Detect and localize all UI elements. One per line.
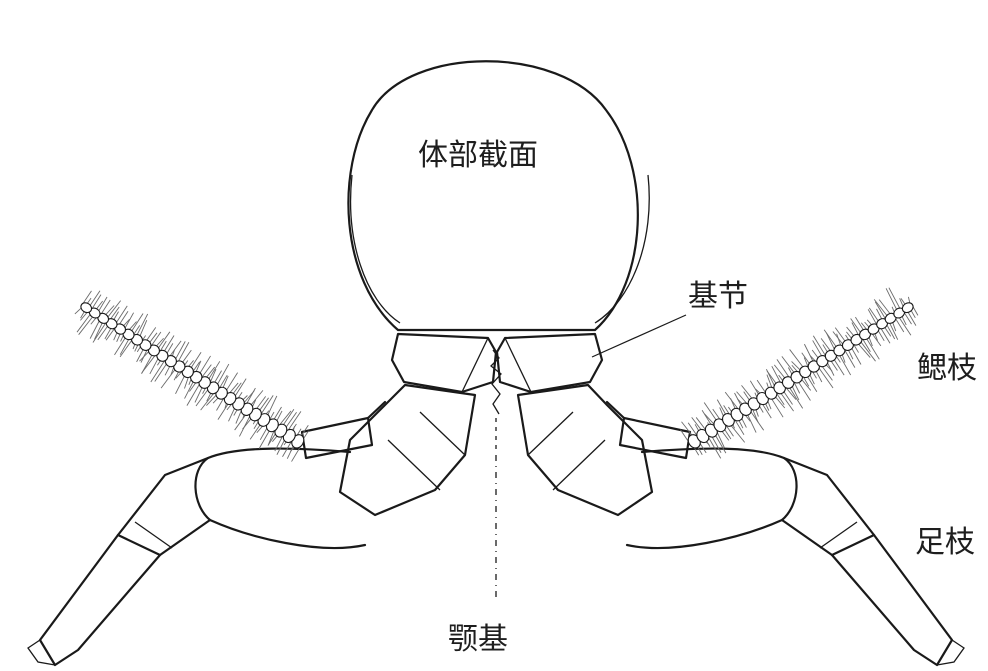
gill-branch-right <box>607 288 918 459</box>
coxa-right <box>497 334 602 392</box>
body-section <box>348 61 649 330</box>
leg-branch-right <box>518 385 964 665</box>
gill-left-hair <box>93 321 107 343</box>
gnathobase-label: 颚基 <box>448 625 508 655</box>
gnathobase-midline <box>491 350 501 600</box>
gill-branch-label: 鳃枝 <box>917 354 977 384</box>
gill-branch-left <box>75 291 385 462</box>
coxa-leader-line <box>592 315 686 357</box>
coxa-left <box>392 334 496 392</box>
coxa-label: 基节 <box>688 282 748 312</box>
leg-branch-label: 足枝 <box>915 528 975 558</box>
gill-left-hair <box>151 358 166 382</box>
body-section-label: 体部截面 <box>418 141 538 171</box>
leg-branch-left <box>28 385 475 665</box>
